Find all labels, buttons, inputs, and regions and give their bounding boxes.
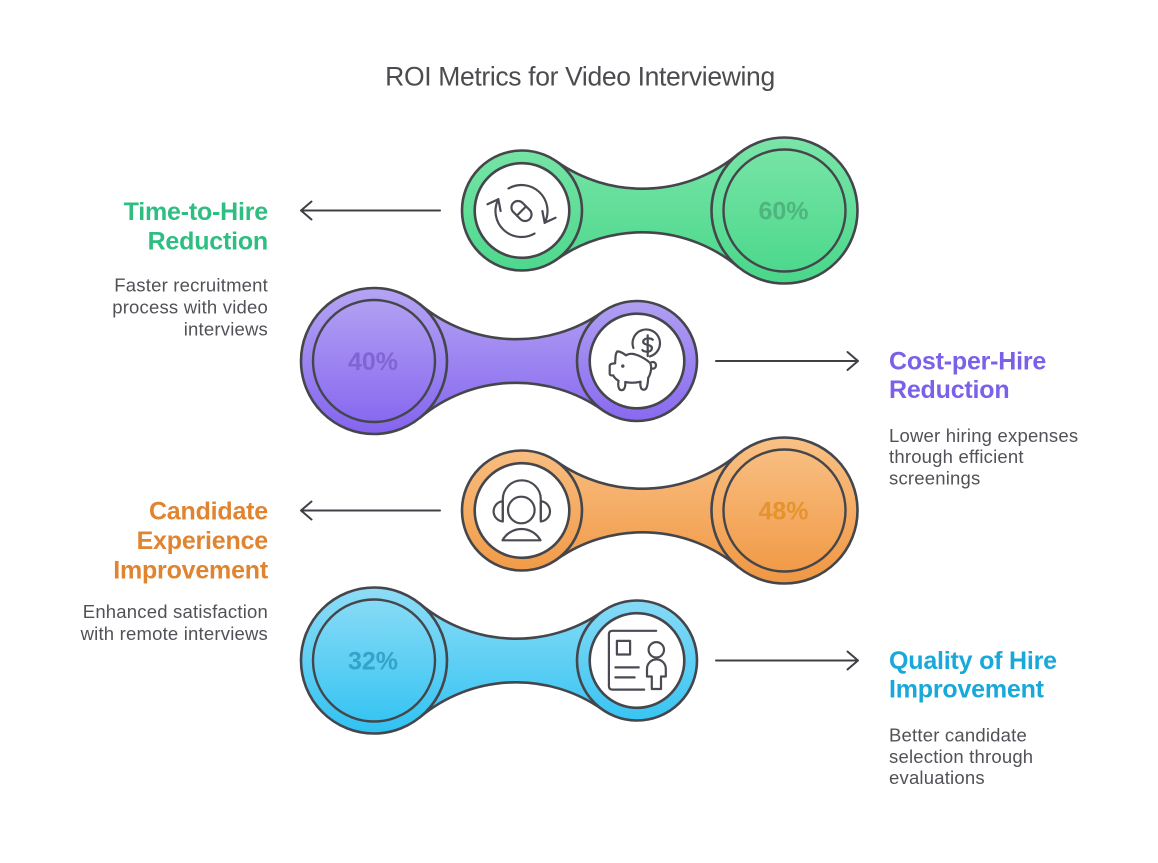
svg-text:Better candidate: Better candidate [889, 724, 1027, 745]
svg-text:Time-to-Hire: Time-to-Hire [124, 198, 269, 226]
svg-text:selection through: selection through [889, 746, 1033, 767]
svg-text:through efficient: through efficient [889, 446, 1024, 467]
svg-text:interviews: interviews [184, 318, 268, 339]
svg-text:48%: 48% [758, 498, 808, 526]
svg-text:40%: 40% [348, 348, 398, 376]
svg-text:ROI Metrics for Video Intervie: ROI Metrics for Video Interviewing [385, 62, 775, 92]
svg-text:Cost-per-Hire: Cost-per-Hire [889, 348, 1046, 376]
svg-text:screenings: screenings [889, 468, 980, 489]
svg-text:Experience: Experience [137, 527, 269, 555]
svg-text:process with video: process with video [112, 297, 268, 318]
svg-text:Improvement: Improvement [889, 676, 1045, 704]
svg-text:Lower hiring expenses: Lower hiring expenses [889, 425, 1078, 446]
svg-text:60%: 60% [758, 198, 808, 226]
svg-text:Reduction: Reduction [889, 376, 1009, 404]
svg-text:Quality of Hire: Quality of Hire [889, 647, 1057, 675]
svg-text:evaluations: evaluations [889, 767, 985, 788]
svg-text:Enhanced satisfaction: Enhanced satisfaction [83, 601, 268, 622]
svg-text:with remote interviews: with remote interviews [80, 623, 268, 644]
svg-text:Candidate: Candidate [149, 497, 268, 525]
svg-text:Improvement: Improvement [113, 557, 269, 585]
svg-text:Faster recruitment: Faster recruitment [114, 275, 268, 296]
svg-text:32%: 32% [348, 648, 398, 676]
svg-text:Reduction: Reduction [148, 228, 268, 256]
